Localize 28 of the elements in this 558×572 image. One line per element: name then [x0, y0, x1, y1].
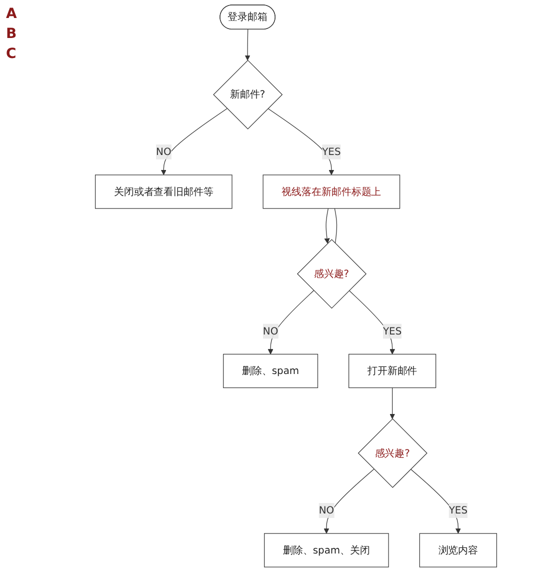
node-box: 浏览内容: [419, 533, 497, 568]
edge-label: YES: [322, 146, 341, 158]
edge-label: YES: [382, 324, 402, 337]
connector: [334, 208, 338, 244]
arrow: [324, 208, 330, 244]
edge-label: NO: [156, 146, 172, 158]
arrow: [268, 108, 334, 176]
node-box: 删除、spam: [223, 354, 318, 388]
node-box: 打开新邮件: [348, 354, 436, 388]
node-box: 关闭或者查看旧邮件等: [95, 174, 232, 209]
arrow: [348, 290, 396, 354]
arrow: [244, 29, 250, 61]
arrow: [390, 387, 396, 420]
node-box: 删除、spam、关闭: [264, 533, 389, 568]
section-marker: A: [6, 6, 17, 22]
node-box: 视线落在新邮件标题上: [262, 174, 400, 209]
arrow: [160, 108, 228, 176]
node-diamond: 感兴趣?: [296, 239, 367, 309]
node-diamond: 感兴趣?: [358, 418, 428, 488]
arrow: [324, 468, 374, 534]
node-diamond: 新邮件?: [213, 60, 283, 130]
arrow: [410, 468, 461, 534]
edge-label: YES: [448, 504, 468, 516]
edge-label: NO: [262, 324, 278, 337]
edge-label: NO: [318, 504, 334, 516]
section-marker: C: [6, 46, 17, 62]
arrow: [268, 290, 314, 354]
section-marker: B: [6, 26, 17, 42]
